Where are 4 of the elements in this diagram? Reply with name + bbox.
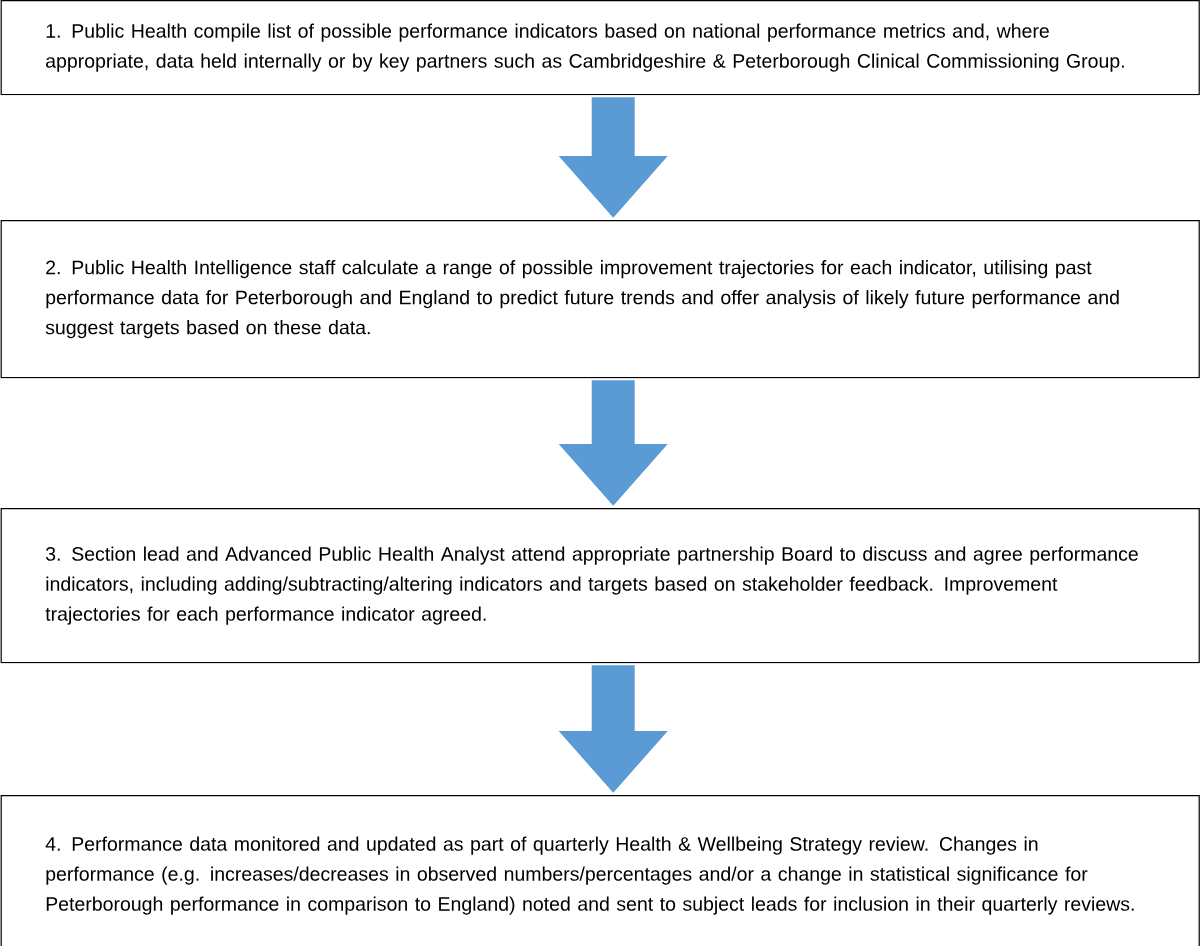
process-box: 4. Performance data monitored and updated as part of quarterly Health & Wellbeing Strategy review. Changes in performance (e.g. increases/decreases in observed numbers/percentages and/or a change in statistical significance for Peterborough performance in comparison to England) noted and sent to subject leads for inclusion in their quarterly reviews. — [0, 795, 1200, 946]
process-box: 1. Public Health compile list of possible performance indicators based on national performance metrics and, where appropriate, data held internally or by key partners such as Cambridgeshire & Peterborough Clinical Commissioning Group. — [0, 0, 1200, 96]
process-box: 2. Public Health Intelligence staff calculate a range of possible improvement trajectories for each indicator, utilising past performance data for Peterborough and England to predict future trends and offer analysis of likely future performance and suggest targets based on these data. — [0, 220, 1200, 379]
process-box: 3. Section lead and Advanced Public Health Analyst attend appropriate partnership Board to discuss and agree performance indicators, including adding/subtracting/altering indicators and targets based on stakeholder feedback. Improvement trajectories for each performance indicator agreed. — [0, 508, 1200, 664]
